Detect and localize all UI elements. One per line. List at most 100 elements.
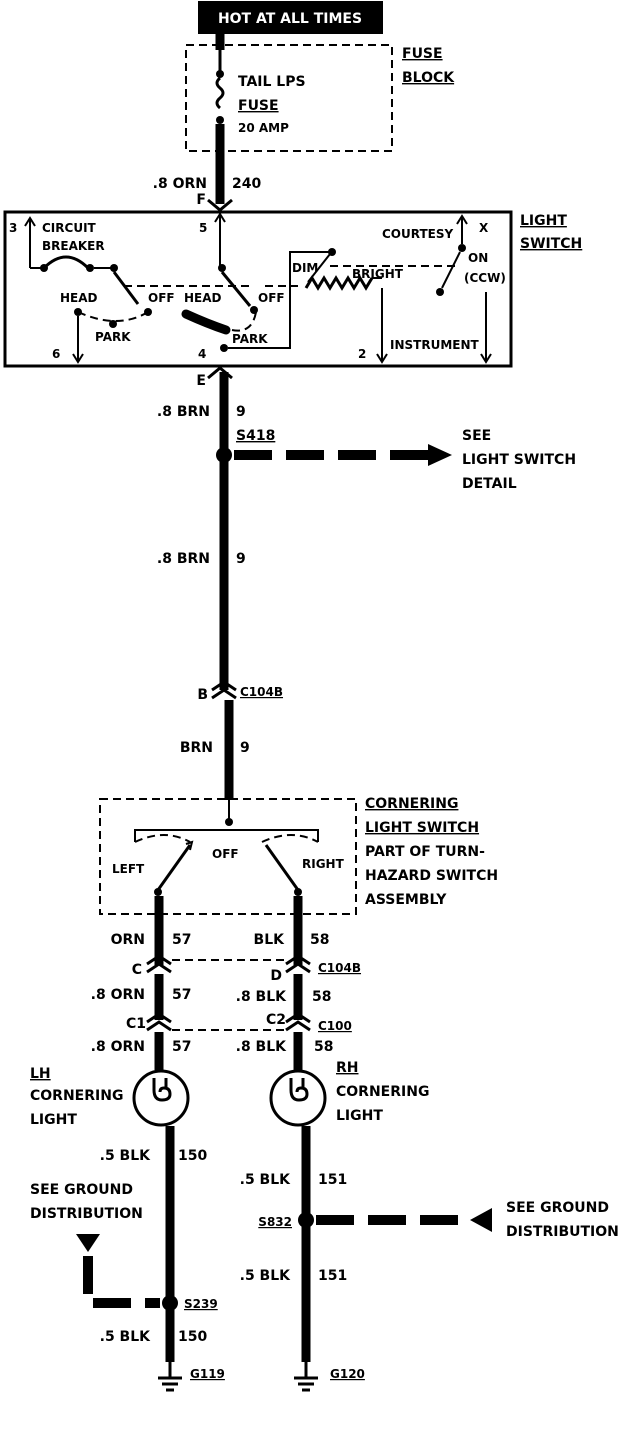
cb-arrow [24, 216, 36, 227]
mid-common [218, 264, 226, 272]
ground-ref-right-1: SEE GROUND [506, 1200, 609, 1216]
ground-ref-left-1: SEE GROUND [30, 1182, 133, 1198]
ground-ref-right-arrow [470, 1208, 492, 1232]
wire-9b-gauge: .8 BRN [157, 551, 210, 567]
wire-240-circuit: 240 [232, 176, 261, 192]
pin-2: 2 [358, 347, 366, 361]
right-switch-blade-c [264, 844, 300, 891]
wire-151b-circuit: 151 [318, 1268, 347, 1284]
left-off-label: OFF [148, 291, 175, 305]
wire-240-gauge: .8 ORN [153, 176, 207, 192]
cornering-bus [134, 829, 319, 842]
fuse-terminal-top [216, 70, 224, 78]
wire-9b-circuit: 9 [236, 551, 246, 567]
wire-9a-circuit: 9 [236, 404, 246, 420]
splice-s239-label: S239 [184, 1297, 218, 1311]
left-switch-blade-c [156, 844, 192, 891]
fuse-terminal-bottom [216, 116, 224, 124]
pin-6-arrow [72, 353, 84, 364]
rh-label-1: RH [336, 1060, 359, 1076]
rh-label-2: CORNERING [336, 1084, 429, 1100]
light-switch-box [3, 210, 513, 368]
wire-57a-circuit: 57 [172, 932, 191, 948]
fuse-block-label-1: FUSE [402, 46, 443, 62]
lh-lamp-filament [152, 1078, 172, 1102]
header-box [198, 1, 383, 34]
connector-f [207, 198, 233, 212]
splice-s832-label: S832 [258, 1215, 292, 1229]
fuse-element [215, 76, 225, 110]
wire-58a-gauge: BLK [254, 932, 286, 948]
left-park-arc [77, 311, 149, 322]
fuse-rating: 20 AMP [238, 121, 289, 135]
cb-terminal-3 [110, 264, 118, 272]
wire-9a-gauge: .8 BRN [157, 404, 210, 420]
pin-5-arrow [214, 212, 226, 223]
pin-2-arrow [376, 353, 388, 364]
c100-right-pin: C2 [266, 1012, 286, 1028]
mid-head-label: HEAD [184, 291, 222, 305]
pin-3: 3 [9, 221, 17, 235]
wire-151a-gauge: .5 BLK [240, 1172, 292, 1188]
mid-park-contact [220, 344, 228, 352]
ground-ref-left-2: DISTRIBUTION [30, 1206, 143, 1222]
bright-label: BRIGHT [352, 267, 404, 281]
mid-park-arc [231, 311, 257, 332]
header-title: HOT AT ALL TIMES [218, 11, 362, 27]
right-output [294, 888, 302, 896]
on-label: ON [468, 251, 488, 265]
fuse-name-1: TAIL LPS [238, 74, 306, 90]
cornering-switch-label-4: HAZARD SWITCH [365, 868, 498, 884]
rh-lamp-filament [289, 1078, 309, 1102]
light-switch-label-2: SWITCH [520, 236, 582, 252]
c100-left-pin: C1 [126, 1016, 146, 1032]
c100-right-lower [285, 1020, 311, 1032]
wire-151b-gauge: .5 BLK [240, 1268, 292, 1284]
fuse-block-label-2: BLOCK [402, 70, 455, 86]
wire-240-terminal: F [196, 192, 206, 208]
courtesy-blade [441, 251, 461, 289]
c104-left-pin: C [132, 962, 142, 978]
mid-off-contact [250, 306, 258, 314]
right-label: RIGHT [302, 857, 345, 871]
c104-right-lower [285, 962, 311, 974]
ground-ref-right-2: DISTRIBUTION [506, 1224, 619, 1240]
pin-6: 6 [52, 347, 60, 361]
c100-right-upper [285, 1012, 311, 1024]
mid-off-label: OFF [258, 291, 285, 305]
c104-top-lower [211, 688, 237, 700]
wire-9c-gauge: BRN [180, 740, 213, 756]
instrument-label: INSTRUMENT [390, 338, 480, 352]
wire-58c-gauge: .8 BLK [236, 1039, 288, 1055]
lh-label-1: LH [30, 1066, 51, 1082]
wire-57c-circuit: 57 [172, 1039, 191, 1055]
left-switch-blade [112, 271, 140, 305]
c100-label: C100 [318, 1019, 352, 1033]
c104-left-upper [146, 954, 172, 966]
s418-ref-1: SEE [462, 428, 491, 444]
cornering-switch-box [99, 798, 357, 915]
left-head-label: HEAD [60, 291, 98, 305]
wire-57a-gauge: ORN [111, 932, 145, 948]
courtesy-contact [436, 288, 444, 296]
left-head-contact [74, 308, 82, 316]
mid-switch-blade [220, 271, 252, 307]
c104-top-pin: B [197, 687, 208, 703]
left-output [154, 888, 162, 896]
left-park-contact [109, 320, 117, 328]
lh-label-3: LIGHT [30, 1112, 77, 1128]
pin-5: 5 [199, 221, 207, 235]
lh-lamp [132, 1069, 190, 1127]
s418-ref-2: LIGHT SWITCH [462, 452, 576, 468]
left-throw-arc [134, 834, 191, 843]
wire-9c-circuit: 9 [240, 740, 250, 756]
s418-ref-arrow [428, 444, 452, 466]
c104-right-upper [285, 954, 311, 966]
c100-left-lower [146, 1020, 172, 1032]
cb-terminal-2 [86, 264, 94, 272]
right-throw-arc [261, 834, 319, 843]
wire-57b-circuit: 57 [172, 987, 191, 1003]
wire-58a-circuit: 58 [310, 932, 329, 948]
splice-s239 [162, 1295, 178, 1311]
